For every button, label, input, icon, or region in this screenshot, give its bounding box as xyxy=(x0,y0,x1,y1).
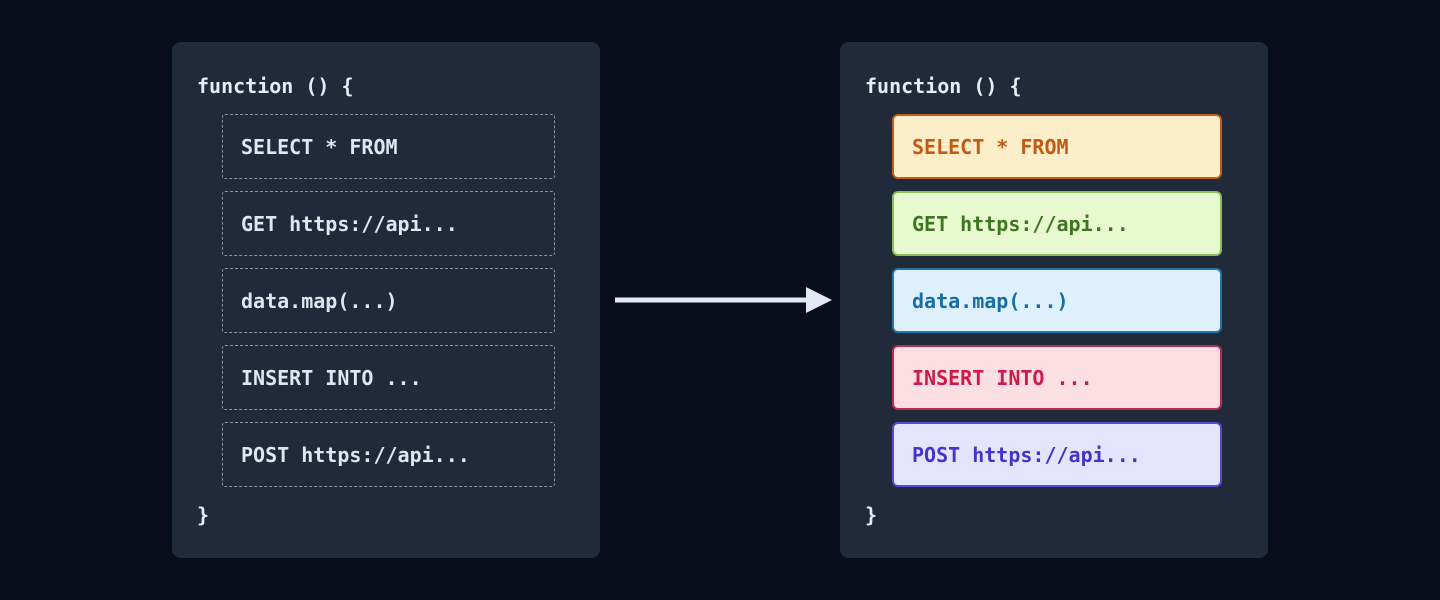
classified-snippet-label: GET https://api... xyxy=(912,211,1129,236)
function-open-line: function () { xyxy=(197,74,354,98)
plain-snippet-box: GET https://api... xyxy=(222,191,555,256)
plain-snippet-label: data.map(...) xyxy=(241,288,398,313)
plain-snippet-label: GET https://api... xyxy=(241,211,458,236)
plain-snippet-label: SELECT * FROM xyxy=(241,134,398,159)
plain-snippet-stack: SELECT * FROM GET https://api... data.ma… xyxy=(222,114,555,499)
function-close-line: } xyxy=(197,503,210,527)
classified-snippet-box: INSERT INTO ... xyxy=(892,345,1222,410)
classified-snippet-box: SELECT * FROM xyxy=(892,114,1222,179)
plain-snippet-label: INSERT INTO ... xyxy=(241,365,422,390)
classified-snippet-box: data.map(...) xyxy=(892,268,1222,333)
arrow-right-icon xyxy=(615,287,832,313)
classified-snippet-label: INSERT INTO ... xyxy=(912,365,1093,390)
plain-snippet-box: data.map(...) xyxy=(222,268,555,333)
function-close-line: } xyxy=(865,503,878,527)
function-open-line: function () { xyxy=(865,74,1022,98)
classified-snippet-label: data.map(...) xyxy=(912,288,1069,313)
classified-snippet-box: GET https://api... xyxy=(892,191,1222,256)
classified-snippet-stack: SELECT * FROM GET https://api... data.ma… xyxy=(892,114,1222,499)
classified-snippet-box: POST https://api... xyxy=(892,422,1222,487)
classified-code-panel: function () { SELECT * FROM GET https://… xyxy=(840,42,1268,558)
plain-snippet-label: POST https://api... xyxy=(241,442,470,467)
plain-snippet-box: POST https://api... xyxy=(222,422,555,487)
plain-snippet-box: INSERT INTO ... xyxy=(222,345,555,410)
plain-code-panel: function () { SELECT * FROM GET https://… xyxy=(172,42,600,558)
classified-snippet-label: SELECT * FROM xyxy=(912,134,1069,159)
plain-snippet-box: SELECT * FROM xyxy=(222,114,555,179)
classified-snippet-label: POST https://api... xyxy=(912,442,1141,467)
